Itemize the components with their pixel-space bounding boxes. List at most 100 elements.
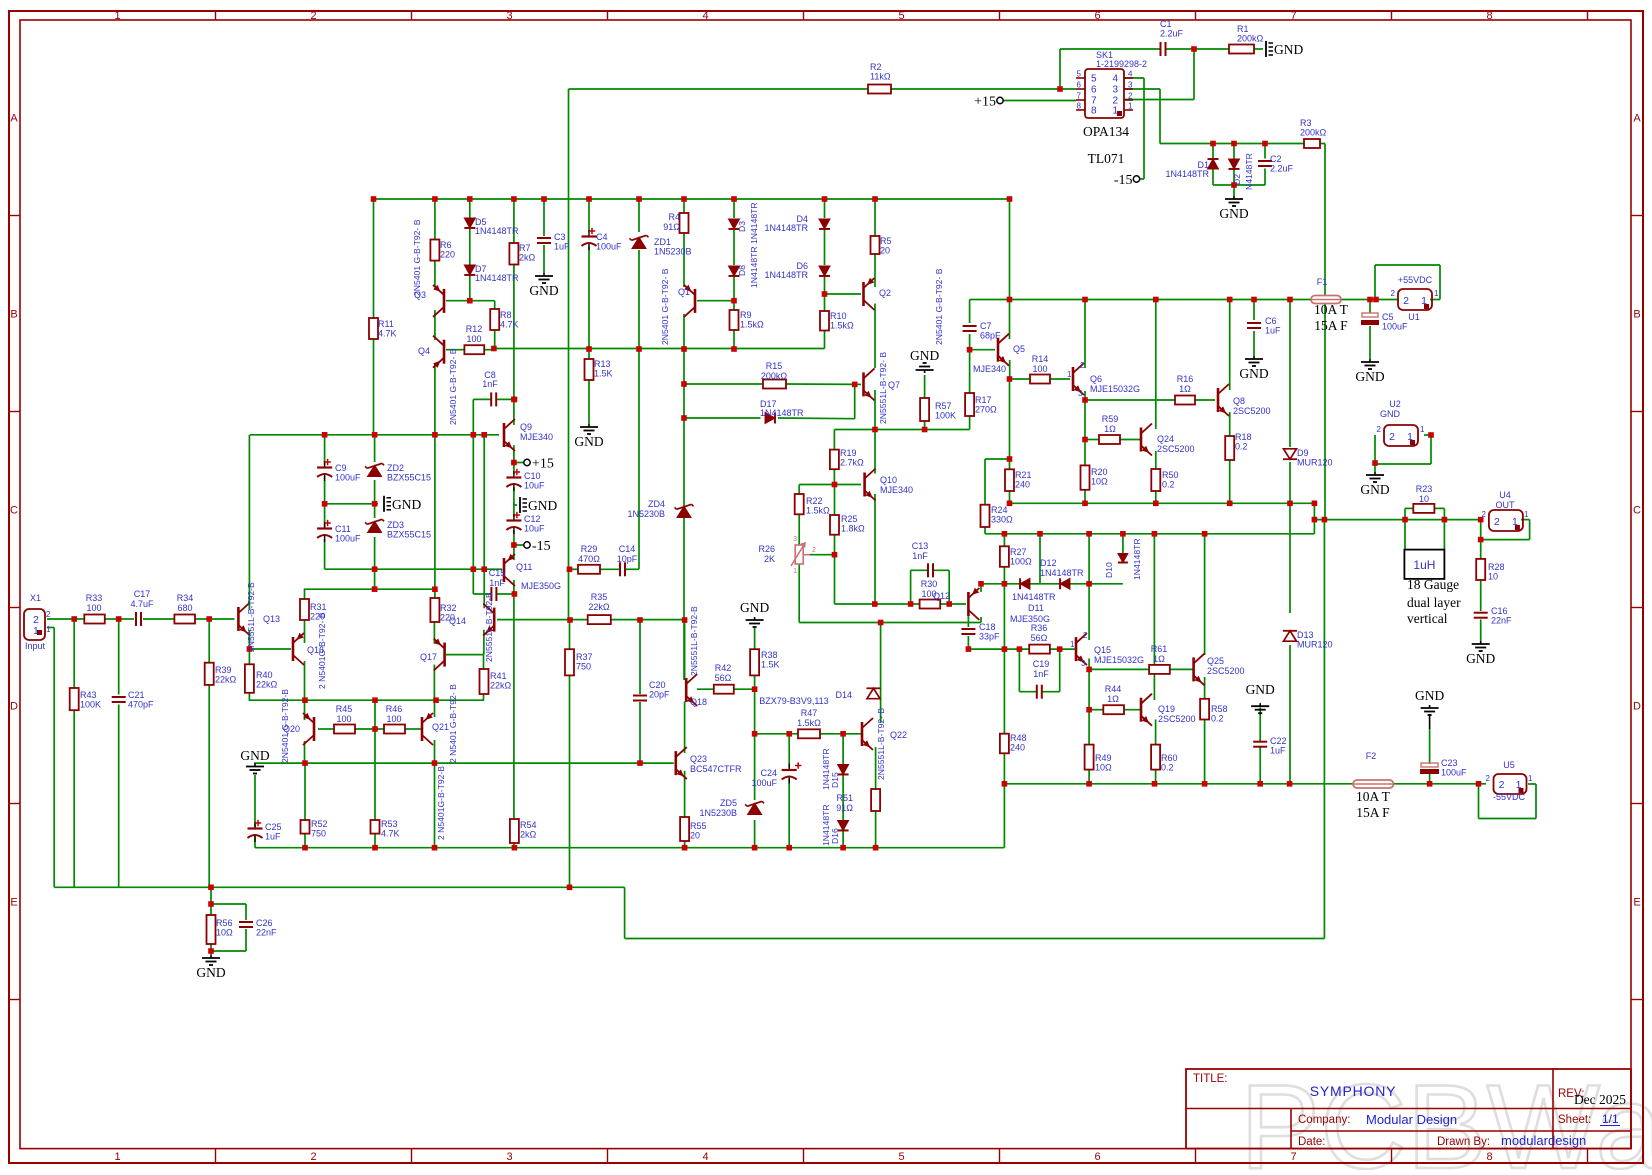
- svg-text:10Ω: 10Ω: [216, 928, 233, 938]
- svg-text:Q17: Q17: [420, 652, 437, 662]
- svg-text:100uF: 100uF: [335, 534, 361, 544]
- svg-text:1nF: 1nF: [912, 551, 928, 561]
- svg-text:GND: GND: [1360, 482, 1389, 497]
- svg-text:MJE340: MJE340: [880, 485, 913, 495]
- svg-text:R57: R57: [935, 401, 952, 411]
- svg-text:F1: F1: [1317, 277, 1328, 287]
- svg-text:GND: GND: [910, 348, 939, 363]
- svg-text:R11: R11: [378, 319, 394, 329]
- svg-text:1N4148TR: 1N4148TR: [1012, 592, 1056, 602]
- svg-text:2kΩ: 2kΩ: [519, 253, 536, 263]
- svg-text:2.2uF: 2.2uF: [1160, 29, 1184, 39]
- svg-text:R35: R35: [591, 592, 608, 602]
- svg-text:220: 220: [440, 250, 455, 260]
- svg-text:100Ω: 100Ω: [1010, 557, 1032, 567]
- svg-text:2: 2: [1482, 510, 1487, 519]
- svg-text:2: 2: [1391, 289, 1396, 298]
- svg-text:4.7K: 4.7K: [381, 829, 400, 839]
- svg-text:R17: R17: [975, 395, 992, 405]
- svg-text:8: 8: [1091, 106, 1097, 117]
- svg-text:U1: U1: [1408, 312, 1420, 322]
- svg-text:2N5551L-B-T92-B: 2N5551L-B-T92-B: [246, 582, 256, 652]
- svg-text:1Ω: 1Ω: [1153, 654, 1165, 664]
- svg-text:91Ω: 91Ω: [663, 222, 680, 232]
- svg-text:1uF: 1uF: [265, 832, 281, 842]
- svg-text:D13: D13: [1297, 630, 1314, 640]
- svg-text:22nF: 22nF: [1491, 616, 1512, 626]
- svg-text:C19: C19: [1033, 659, 1050, 669]
- svg-text:2SC5200: 2SC5200: [1157, 444, 1195, 454]
- svg-text:C11: C11: [335, 524, 351, 534]
- svg-text:10uF: 10uF: [524, 481, 545, 491]
- svg-text:R40: R40: [256, 670, 273, 680]
- svg-text:E: E: [1633, 897, 1640, 909]
- svg-text:+15: +15: [532, 457, 554, 472]
- svg-text:BZX55C15: BZX55C15: [387, 473, 431, 483]
- svg-text:10Ω: 10Ω: [1091, 477, 1108, 487]
- svg-text:240: 240: [1015, 480, 1030, 490]
- svg-text:10Ω: 10Ω: [1095, 763, 1112, 773]
- svg-text:100uF: 100uF: [335, 473, 361, 483]
- svg-text:Q7: Q7: [888, 380, 900, 390]
- svg-text:100uF: 100uF: [751, 778, 777, 788]
- svg-text:R42: R42: [715, 663, 732, 673]
- svg-text:470pF: 470pF: [128, 700, 154, 710]
- svg-text:D11: D11: [1028, 603, 1044, 613]
- svg-text:R2: R2: [870, 62, 882, 72]
- svg-text:2N5401 G-B-T92- B: 2N5401 G-B-T92- B: [448, 348, 458, 425]
- svg-text:1uF: 1uF: [554, 242, 570, 252]
- svg-text:C9: C9: [335, 463, 347, 473]
- svg-text:1.5K: 1.5K: [761, 660, 780, 670]
- svg-text:1: 1: [46, 625, 51, 634]
- svg-text:Q22: Q22: [890, 730, 907, 740]
- svg-text:3: 3: [1112, 85, 1118, 96]
- svg-text:C24: C24: [760, 768, 777, 778]
- svg-text:2: 2: [1486, 774, 1491, 783]
- svg-text:GND: GND: [740, 600, 769, 615]
- svg-text:200kΩ: 200kΩ: [761, 371, 788, 381]
- svg-text:ZD3: ZD3: [387, 520, 404, 530]
- svg-text:BZX79-B3V9,113: BZX79-B3V9,113: [759, 696, 828, 706]
- svg-text:100: 100: [1032, 364, 1047, 374]
- svg-text:GND: GND: [1219, 206, 1248, 221]
- svg-text:R58: R58: [1211, 704, 1228, 714]
- svg-text:2: 2: [1499, 779, 1505, 791]
- svg-text:10: 10: [1419, 494, 1429, 504]
- svg-text:R8: R8: [500, 310, 512, 320]
- svg-text:U2: U2: [1389, 399, 1401, 409]
- svg-text:Modular Design: Modular Design: [1366, 1112, 1457, 1127]
- svg-text:SYMPHONY: SYMPHONY: [1310, 1083, 1397, 1099]
- svg-text:100uF: 100uF: [1382, 322, 1408, 332]
- svg-text:4: 4: [702, 10, 708, 22]
- svg-text:100uF: 100uF: [596, 242, 622, 252]
- svg-text:Q8: Q8: [1233, 396, 1245, 406]
- svg-text:GND: GND: [392, 497, 421, 512]
- svg-text:OUT: OUT: [1496, 500, 1516, 510]
- svg-text:Q21: Q21: [432, 722, 449, 732]
- svg-text:R7: R7: [519, 243, 531, 253]
- svg-text:4.7K: 4.7K: [378, 329, 397, 339]
- svg-text:MJE15032G: MJE15032G: [1094, 655, 1144, 665]
- svg-text:B: B: [10, 309, 17, 321]
- svg-text:100K: 100K: [80, 700, 101, 710]
- svg-text:Q2: Q2: [879, 288, 891, 298]
- svg-text:1: 1: [1434, 289, 1439, 298]
- svg-text:1N4148TR: 1N4148TR: [764, 223, 808, 233]
- svg-text:6: 6: [1094, 10, 1100, 22]
- svg-text:20pF: 20pF: [649, 690, 670, 700]
- svg-text:C3: C3: [554, 232, 566, 242]
- svg-text:R60: R60: [1161, 753, 1178, 763]
- svg-text:C6: C6: [1265, 316, 1277, 326]
- svg-text:2: 2: [1403, 295, 1409, 307]
- svg-text:1/1: 1/1: [1602, 1112, 1619, 1126]
- svg-text:C10: C10: [524, 471, 541, 481]
- svg-text:R23: R23: [1416, 484, 1433, 494]
- svg-text:R47: R47: [801, 708, 818, 718]
- svg-text:R41: R41: [490, 671, 507, 681]
- svg-text:10A T: 10A T: [1356, 789, 1391, 804]
- svg-text:C17: C17: [134, 589, 151, 599]
- svg-text:1.5kΩ: 1.5kΩ: [797, 718, 821, 728]
- svg-text:GND: GND: [1380, 409, 1401, 419]
- svg-text:N4148TR: N4148TR: [1244, 153, 1254, 190]
- svg-text:TITLE:: TITLE:: [1193, 1073, 1228, 1085]
